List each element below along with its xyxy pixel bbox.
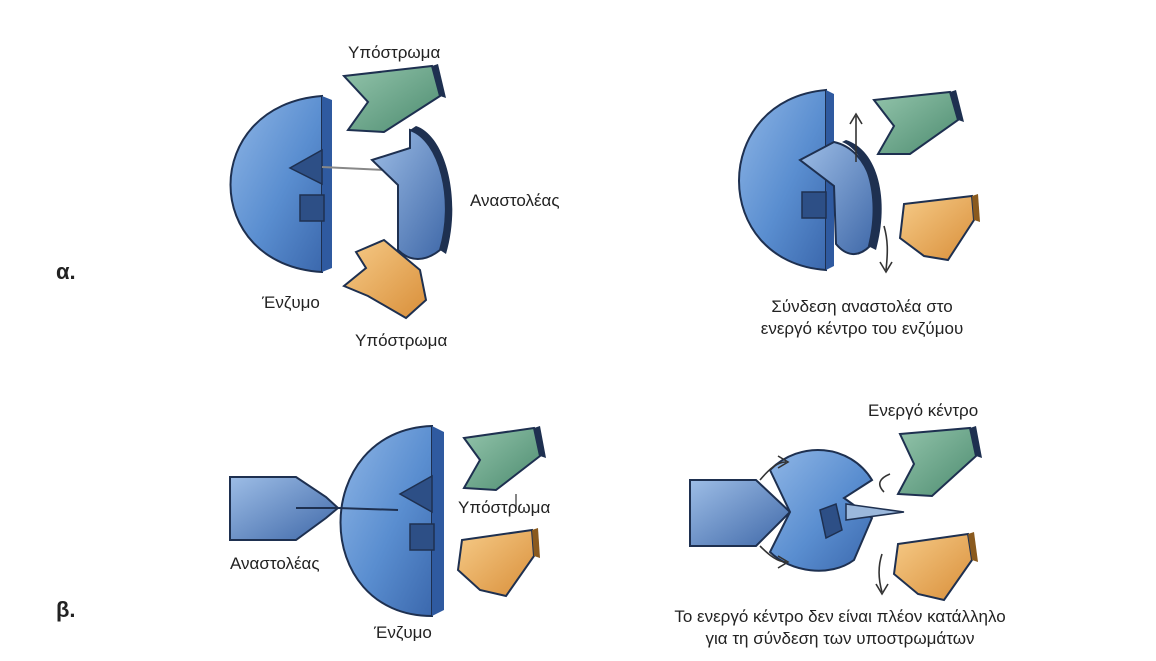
caption-b-line2: για τη σύνδεση των υποστρωμάτων [640,628,1040,650]
substrate-green-a-left [344,64,446,132]
substrate-orange-b-right [894,532,978,600]
substrate-top-label-a: Υπόστρωμα [348,42,440,63]
enzyme-label-a: Ένζυμο [262,292,320,313]
caption-a-line1: Σύνδεση αναστολέα στο [712,296,1012,318]
caption-a-line2: ενεργό κέντρο του ενζύμου [712,318,1012,340]
substrate-bottom-label-a: Υπόστρωμα [355,330,447,351]
enzyme-a-left [231,96,333,272]
caption-a: Σύνδεση αναστολέα στο ενεργό κέντρο του … [712,296,1012,341]
panel-letter-a: α. [56,258,76,286]
substrate-green-b-left [464,426,546,490]
active-site-label-b: Ενεργό κέντρο [868,400,978,421]
substrate-orange-a-right [900,194,980,260]
distorted-active-site [846,504,904,520]
substrate-label-b: Υπόστρωμα [458,497,550,518]
substrate-green-b-right [898,426,982,496]
substrate-green-a-right [874,90,964,154]
enzyme-label-b: Ένζυμο [374,622,432,643]
substrate-orange-b-left [458,528,540,596]
enzyme-b-left [341,426,445,616]
caption-b: Το ενεργό κέντρο δεν είναι πλέον κατάλλη… [640,606,1040,651]
enzyme-a-right [739,90,834,270]
inhibitor-label-b: Αναστολέας [230,553,320,574]
inhibitor-b-right [690,480,790,546]
panel-letter-b: β. [56,596,76,624]
caption-b-line1: Το ενεργό κέντρο δεν είναι πλέον κατάλλη… [640,606,1040,628]
inhibitor-label-a: Αναστολέας [470,190,560,211]
inhibitor-b-left [230,477,338,540]
